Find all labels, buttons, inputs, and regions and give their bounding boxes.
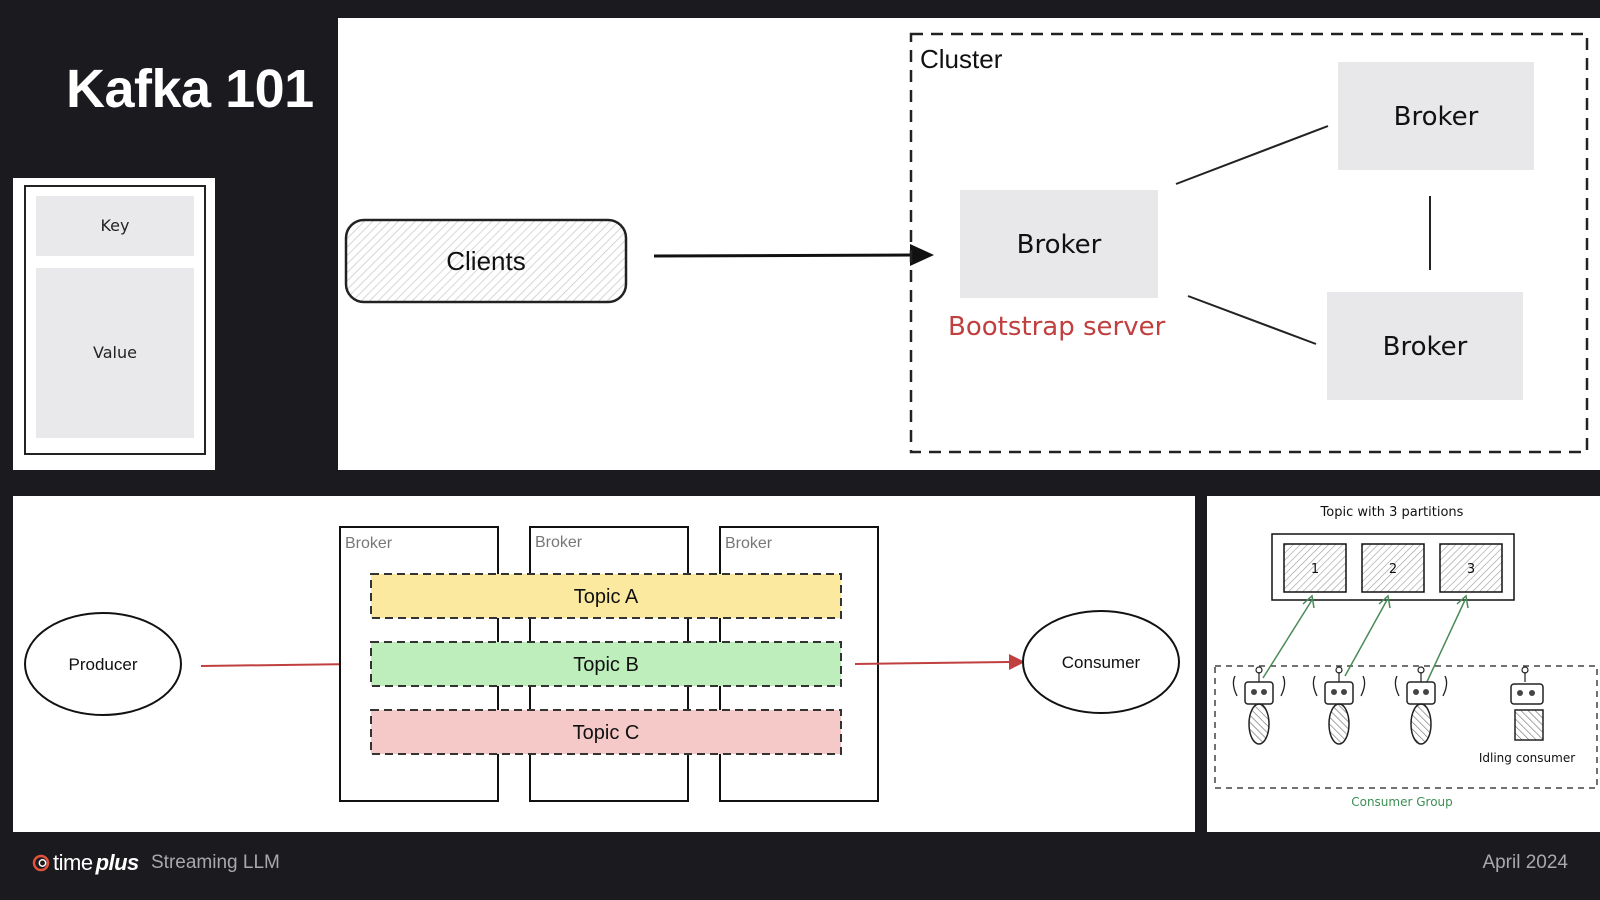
broker-top-label: Broker [1394, 102, 1479, 132]
robot-consumer-1 [1232, 666, 1286, 745]
key-box [36, 196, 194, 256]
broker-column-2-label: Broker [535, 534, 583, 551]
partition-3-box [1439, 543, 1503, 593]
robot-consumer-2 [1312, 666, 1366, 745]
topics-svg: Producer Broker Broker Broker Topic A To… [24, 526, 1180, 802]
bootstrap-label: Bootstrap server [948, 312, 1166, 342]
timeplus-logo-icon [32, 854, 50, 872]
broker-bottom-box [1327, 292, 1523, 400]
producer-node [24, 612, 182, 716]
partitions-diagram: Topic with 3 partitions 1 2 3 [1207, 496, 1600, 832]
partition-3-label: 3 [1467, 562, 1475, 577]
partitions-svg: Topic with 3 partitions 1 2 3 [1214, 505, 1598, 809]
producer-label: Producer [69, 655, 138, 674]
partition-1-box [1283, 543, 1347, 593]
partitions-title: Topic with 3 partitions [1320, 505, 1464, 520]
partition-2-box [1361, 543, 1425, 593]
value-label: Value [93, 343, 137, 362]
robot-idle-consumer [1510, 666, 1544, 741]
footer-tagline: Streaming LLM [151, 852, 280, 873]
consumer-label: Consumer [1062, 653, 1141, 672]
clients-box [344, 218, 628, 304]
arrow-consumer-2 [1344, 599, 1388, 677]
consumer-arrow [854, 661, 1010, 665]
arrowhead-consumer-2 [1378, 594, 1391, 609]
idle-consumer-label: Idling consumer [1479, 751, 1575, 765]
message-svg: Key Value [24, 185, 206, 455]
robot-consumer-3 [1394, 666, 1448, 745]
consumer-node [1022, 610, 1180, 714]
consumer-arrowhead [1009, 654, 1025, 670]
bootstrap-broker-label: Broker [1017, 230, 1102, 260]
broker-column-3-label: Broker [725, 535, 773, 552]
partition-2-label: 2 [1389, 562, 1397, 577]
clients-label: Clients [446, 246, 525, 276]
footer-date: April 2024 [1482, 852, 1568, 873]
bootstrap-broker-box [960, 190, 1158, 298]
slide-title: Kafka 101 [66, 59, 314, 119]
cluster-label: Cluster [920, 44, 1003, 74]
consumer-group-boundary [1214, 665, 1598, 789]
topic-c-label: Topic C [573, 722, 640, 744]
broker-top-box [1338, 62, 1534, 170]
link-bootstrap-bottom [1187, 295, 1317, 345]
arrow-consumer-1 [1262, 599, 1313, 679]
arrow-consumer-3 [1424, 599, 1466, 687]
message-diagram: Key Value [13, 178, 215, 470]
value-box [36, 268, 194, 438]
brand-plus-text: plus [95, 850, 140, 875]
topic-c-band [370, 709, 842, 755]
cluster-diagram: Clients Cluster Broker Broker Broker Boo… [338, 18, 1600, 470]
broker-bottom-label: Broker [1383, 332, 1468, 362]
cluster-svg: Clients Cluster Broker Broker Broker Boo… [344, 32, 1589, 454]
broker-column-1-label: Broker [345, 535, 393, 552]
clients-arrowhead [910, 244, 934, 266]
key-label: Key [100, 216, 129, 235]
partition-1-label: 1 [1311, 562, 1319, 577]
topics-diagram: Producer Broker Broker Broker Topic A To… [13, 496, 1195, 832]
topic-a-band [370, 573, 842, 619]
producer-arrow [200, 663, 358, 667]
brand-time-text: time [53, 850, 93, 875]
consumer-group-label: Consumer Group [1351, 795, 1453, 809]
arrowhead-consumer-1 [1302, 594, 1315, 609]
topic-b-label: Topic B [573, 654, 639, 676]
cluster-boundary [909, 32, 1589, 454]
link-bootstrap-top [1175, 125, 1329, 185]
topic-a-label: Topic A [574, 586, 639, 608]
clients-arrow [653, 253, 913, 258]
arrowhead-consumer-3 [1456, 594, 1469, 609]
topic-b-band [370, 641, 842, 687]
